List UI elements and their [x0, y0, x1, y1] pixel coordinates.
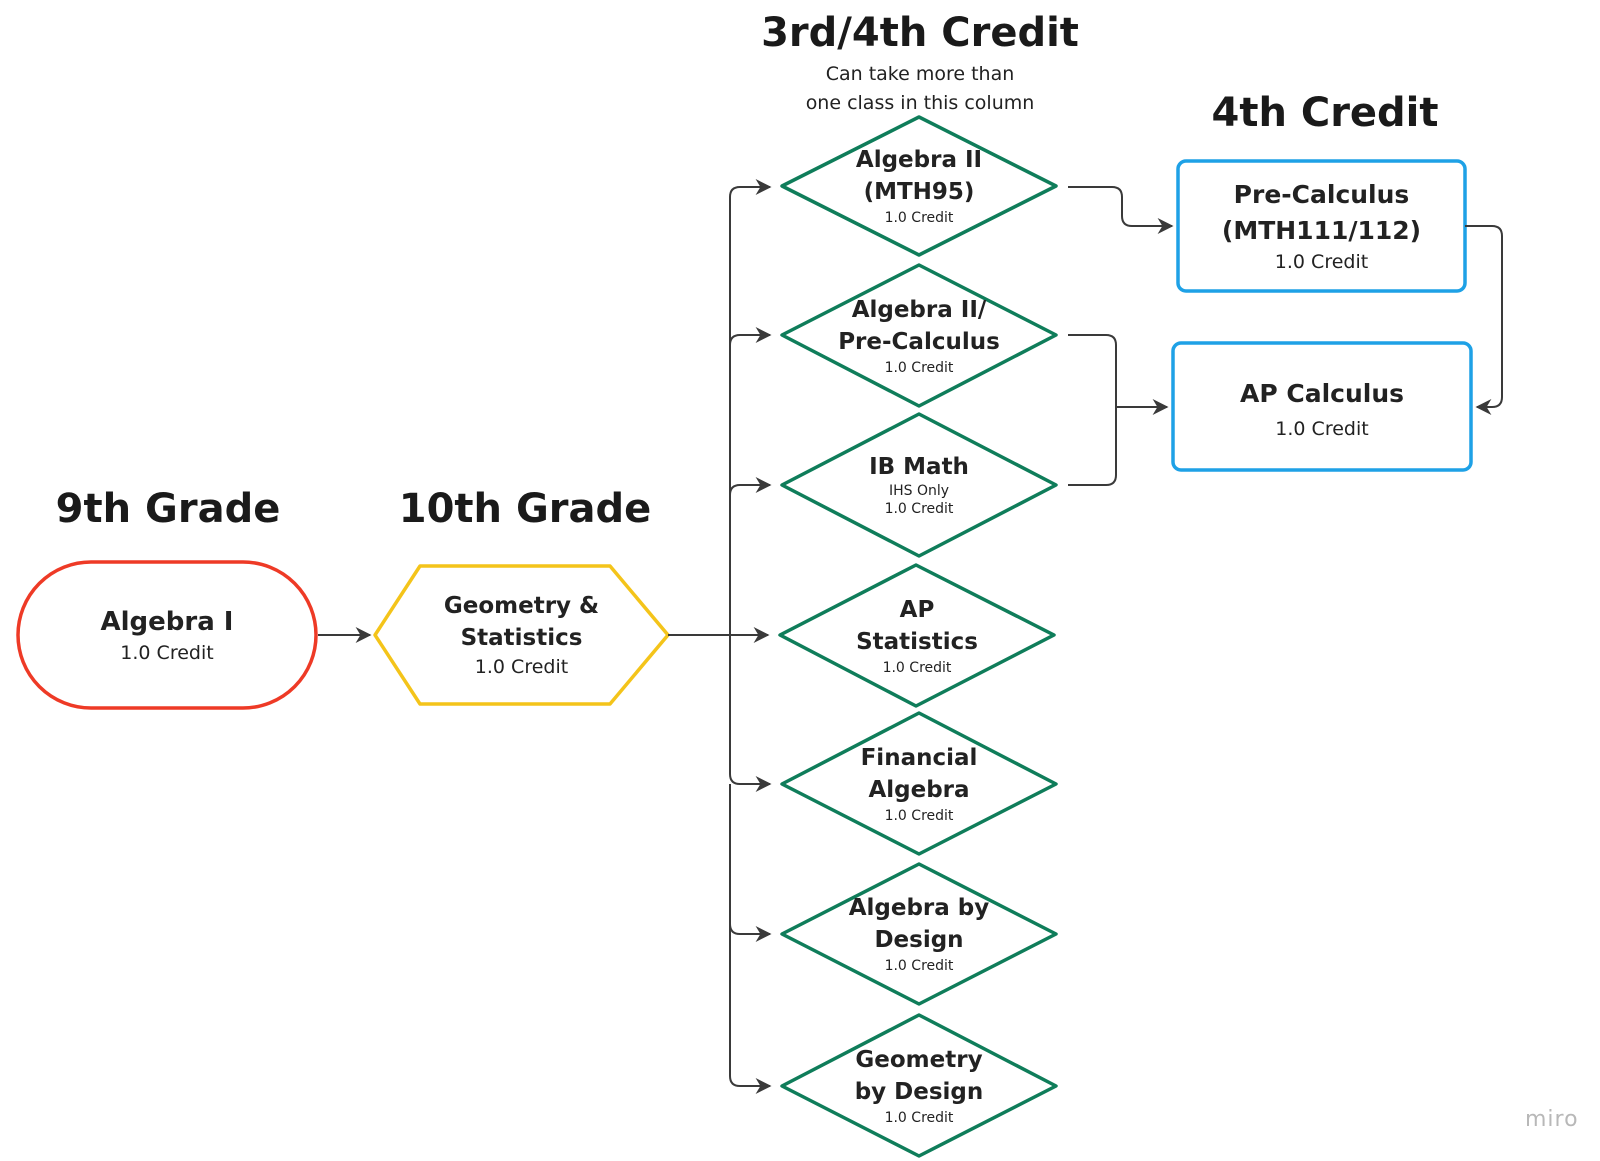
- arrow-to-ib-math: [729, 477, 772, 496]
- node-title-line2: (MTH111/112): [1221, 216, 1422, 245]
- header-3rd-4th-note: Can take more than one class in this col…: [760, 60, 1080, 118]
- node-credit: 1.0 Credit: [884, 210, 954, 226]
- node-precalculus[interactable]: Pre-Calculus (MTH111/112) 1.0 Credit: [1178, 161, 1465, 291]
- header-10th-grade: 10th Grade: [398, 486, 652, 532]
- header-9th-grade: 9th Grade: [55, 486, 281, 532]
- node-geometry-stats[interactable]: Geometry & Statistics 1.0 Credit: [375, 566, 668, 704]
- node-credit: 1.0 Credit: [474, 656, 569, 678]
- node-algebra2-precalc[interactable]: Algebra II/ Pre-Calculus 1.0 Credit: [782, 265, 1056, 406]
- ib-math-shape[interactable]: [780, 412, 1058, 558]
- ap-stats-shape[interactable]: [778, 563, 1056, 708]
- arrow-to-geo-design: [729, 784, 772, 1094]
- node-title-line1: Pre-Calculus: [1233, 180, 1410, 209]
- node-title-line1: Algebra by: [848, 895, 990, 921]
- node-note: IHS Only: [888, 483, 950, 499]
- node-title: IB Math: [869, 454, 969, 480]
- algebra-by-design-shape[interactable]: [780, 862, 1058, 1006]
- node-title: AP Calculus: [1239, 378, 1405, 408]
- node-title-line1: Geometry &: [443, 593, 600, 619]
- node-credit: 1.0 Credit: [884, 807, 954, 824]
- ap-calculus-shape[interactable]: [1171, 341, 1473, 472]
- node-algebra2[interactable]: Algebra II (MTH95) 1.0 Credit: [782, 117, 1056, 255]
- node-title-line2: Algebra: [868, 776, 970, 803]
- node-title-line1: AP: [899, 596, 935, 623]
- node-credit: 1.0 Credit: [120, 642, 214, 664]
- node-ib-math[interactable]: IB Math IHS Only 1.0 Credit: [782, 414, 1056, 556]
- node-credit: 1.0 Credit: [884, 1109, 954, 1126]
- geometry-by-design-shape[interactable]: [780, 1013, 1058, 1158]
- node-title-line2: (MTH95): [863, 179, 975, 205]
- node-title-line1: Algebra II/: [851, 296, 987, 323]
- node-title-line1: Financial: [860, 744, 978, 771]
- algebra2-precalc-shape[interactable]: [780, 263, 1058, 408]
- node-title-line2: Pre-Calculus: [838, 328, 1000, 355]
- miro-watermark: miro: [1525, 1107, 1579, 1132]
- node-credit: 1.0 Credit: [882, 659, 952, 676]
- node-credit: 1.0 Credit: [884, 501, 954, 517]
- node-financial-algebra[interactable]: Financial Algebra 1.0 Credit: [782, 713, 1056, 854]
- header-4th-credit: 4th Credit: [1211, 90, 1439, 136]
- arrow-to-algebra2: [729, 179, 772, 635]
- arrow-to-alg-design: [729, 923, 772, 942]
- node-ap-calculus[interactable]: AP Calculus 1.0 Credit: [1173, 343, 1471, 470]
- node-credit: 1.0 Credit: [1274, 251, 1369, 273]
- node-title: Algebra I: [100, 607, 234, 637]
- algebra2-shape[interactable]: [780, 115, 1058, 257]
- arrow-to-fin-algebra: [729, 635, 772, 792]
- note-line-1: Can take more than: [825, 63, 1015, 85]
- header-3rd-4th-credit: 3rd/4th Credit: [761, 10, 1079, 56]
- note-line-2: one class in this column: [805, 92, 1035, 114]
- node-ap-stats[interactable]: AP Statistics 1.0 Credit: [780, 565, 1054, 706]
- node-credit: 1.0 Credit: [884, 359, 954, 376]
- financial-algebra-shape[interactable]: [780, 711, 1058, 856]
- node-title-line2: by Design: [854, 1078, 984, 1105]
- node-title-line2: Statistics: [856, 628, 978, 655]
- node-geometry-by-design[interactable]: Geometry by Design 1.0 Credit: [782, 1015, 1056, 1156]
- node-title-line2: Design: [874, 927, 964, 953]
- arrow-precalc-to-apcalc: [1465, 225, 1503, 415]
- algebra1-shape[interactable]: [16, 560, 318, 710]
- node-credit: 1.0 Credit: [884, 958, 954, 974]
- node-title-line1: Geometry: [855, 1046, 983, 1073]
- node-algebra-by-design[interactable]: Algebra by Design 1.0 Credit: [782, 864, 1056, 1004]
- node-credit: 1.0 Credit: [1275, 417, 1369, 440]
- node-algebra1[interactable]: Algebra I 1.0 Credit: [18, 562, 316, 708]
- arrow-alg2-to-precalc: [1068, 186, 1174, 234]
- node-title-line2: Statistics: [460, 625, 583, 651]
- node-title-line1: Algebra II: [855, 147, 983, 173]
- arrow-to-alg2-precalc: [729, 327, 772, 346]
- arrow-alg2precalc-to-apcalc: [1068, 334, 1117, 486]
